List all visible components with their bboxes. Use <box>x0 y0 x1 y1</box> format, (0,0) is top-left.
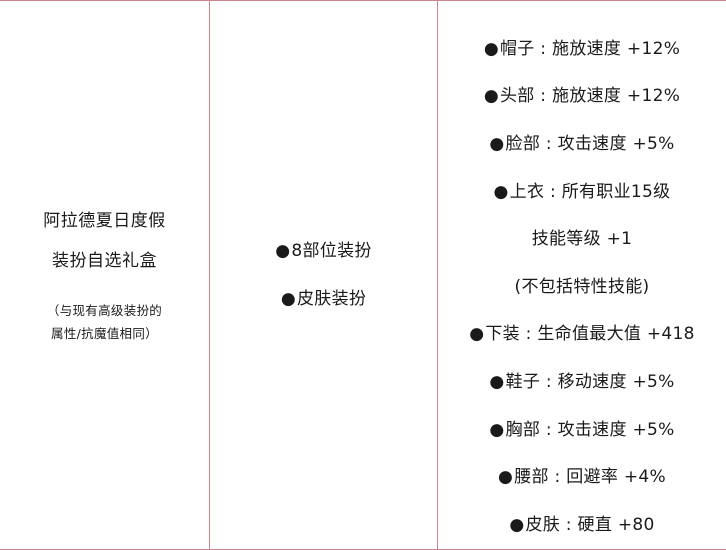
stat-line-continuation: (不包括特性技能) <box>515 263 650 311</box>
stat-text: 腰部 : 回避率 +4% <box>514 467 666 488</box>
bullet-icon: ● <box>509 514 525 535</box>
bullet-icon: ● <box>483 38 499 59</box>
bullet-icon: ● <box>469 324 485 345</box>
stat-text: 下装 : 生命值最大值 +418 <box>485 324 695 345</box>
stat-line: ●帽子 : 施放速度 +12% <box>484 25 680 73</box>
stat-line: ●下装 : 生命值最大值 +418 <box>469 311 695 359</box>
contents-item: ●8部位装扮 <box>275 240 371 262</box>
bullet-icon: ● <box>493 181 509 202</box>
stat-line: ●头部 : 施放速度 +12% <box>484 73 680 121</box>
stat-line: ●上衣 : 所有职业15级 <box>494 168 671 216</box>
product-name-cell: 阿拉德夏日度假 装扮自选礼盒 （与现有高级装扮的 属性/抗魔值相同） <box>0 1 210 549</box>
stat-text: 头部 : 施放速度 +12% <box>499 86 681 107</box>
stat-line: ●脸部 : 攻击速度 +5% <box>489 120 674 168</box>
bullet-icon: ● <box>498 467 514 488</box>
stat-text: 鞋子 : 移动速度 +5% <box>505 371 675 392</box>
stat-text: 脸部 : 攻击速度 +5% <box>505 133 675 154</box>
contents-item-label: 皮肤装扮 <box>296 289 367 309</box>
bullet-icon: ● <box>483 86 499 107</box>
bullet-icon: ● <box>275 241 291 261</box>
bullet-icon: ● <box>280 289 296 309</box>
bullet-icon: ● <box>489 371 505 392</box>
product-note: （与现有高级装扮的 属性/抗魔值相同） <box>47 295 162 349</box>
stat-line: ●腰部 : 回避率 +4% <box>498 453 666 501</box>
product-note-line-2: 属性/抗魔值相同） <box>51 326 158 341</box>
stat-text: 技能等级 +1 <box>531 229 633 250</box>
stat-line: ●胸部 : 攻击速度 +5% <box>489 406 674 454</box>
stat-text: 帽子 : 施放速度 +12% <box>499 38 681 59</box>
contents-cell: ●8部位装扮 ●皮肤装扮 <box>210 1 438 549</box>
product-name-line-1: 阿拉德夏日度假 <box>43 211 166 231</box>
stat-text: (不包括特性技能) <box>514 276 650 297</box>
stat-text: 上衣 : 所有职业15级 <box>509 181 671 202</box>
product-name-line-2: 装扮自选礼盒 <box>52 251 157 271</box>
stat-text: 皮肤 : 硬直 +80 <box>525 514 655 535</box>
contents-item-label: 8部位装扮 <box>291 241 372 261</box>
stat-line: ●鞋子 : 移动速度 +5% <box>489 358 674 406</box>
bullet-icon: ● <box>489 419 505 440</box>
stat-line-continuation: 技能等级 +1 <box>532 215 633 263</box>
stats-cell: ●帽子 : 施放速度 +12% ●头部 : 施放速度 +12% ●脸部 : 攻击… <box>438 1 726 549</box>
product-note-line-1: （与现有高级装扮的 <box>46 303 163 318</box>
stat-line: ●皮肤 : 硬直 +80 <box>509 501 654 549</box>
contents-item: ●皮肤装扮 <box>281 288 366 310</box>
stat-text: 胸部 : 攻击速度 +5% <box>505 419 675 440</box>
bullet-icon: ● <box>489 133 505 154</box>
